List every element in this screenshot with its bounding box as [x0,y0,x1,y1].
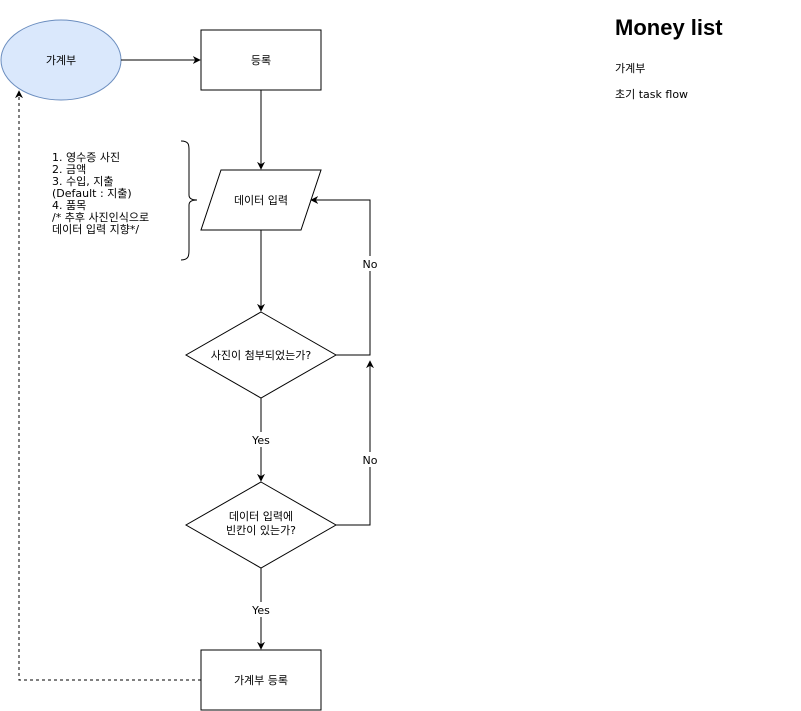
final-register-node-label: 가계부 등록 [234,674,288,687]
edge-no-label-2: No [363,454,378,467]
input-notes: 1. 영수증 사진 2. 금액 3. 수입, 지출 (Default : 지출)… [52,152,149,236]
register-node[interactable] [200,29,322,91]
edge-photo-no [310,196,371,356]
note-line: 1. 영수증 사진 [52,151,121,164]
edge-yes-label-1: Yes [251,434,270,447]
note-line: 3. 수입, 지출 [52,175,114,188]
page-title: Money list [615,15,723,40]
notes-brace [180,140,198,261]
note-line: (Default : 지출) [52,187,132,200]
side-subtitle: 가계부 [615,62,646,75]
register-node-label: 등록 [251,54,271,67]
data-input-node-label: 데이터 입력 [234,194,288,207]
note-line: 4. 품목 [52,199,87,212]
note-line: 데이터 입력 지향*/ [52,223,140,236]
edge-yes-label-2: Yes [251,604,270,617]
final-register-node[interactable] [200,649,322,711]
note-line: /* 추후 사진인식으로 [52,211,150,224]
photo-check-node-label: 사진이 첨부되었는가? [211,349,312,362]
start-node-label: 가계부 [46,54,76,67]
edge-no-label-1: No [363,258,378,271]
edge-blank-no [336,360,374,526]
data-input-node[interactable] [200,169,322,231]
blank-check-node-label-2: 빈칸이 있는가? [226,524,296,537]
edge-final-start-dashed [15,90,201,681]
note-line: 2. 금액 [52,163,87,176]
blank-check-node-label-1: 데이터 입력에 [229,510,293,523]
side-description: 초기 task flow [615,88,689,101]
